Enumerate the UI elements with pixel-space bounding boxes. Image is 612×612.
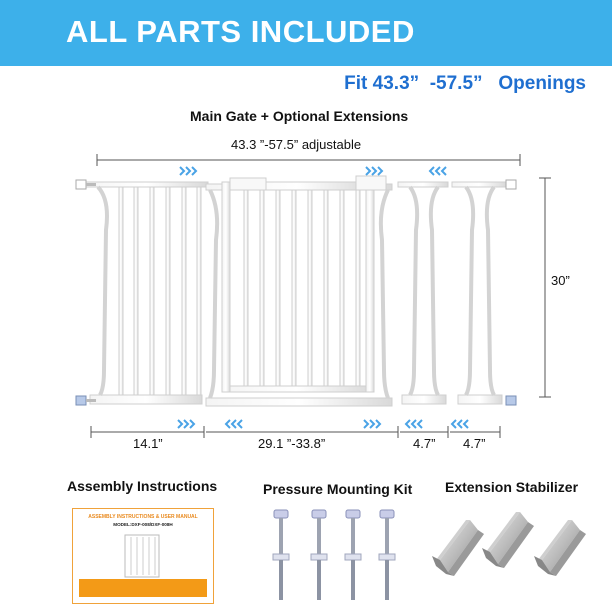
right-extension-panel-a	[397, 181, 449, 405]
pressure-kit-label: Pressure Mounting Kit	[263, 481, 413, 497]
assembly-manual: ASSEMBLY INSTRUCTIONS & USER MANUAL MODE…	[72, 508, 214, 604]
total-width-label: 43.3 ”-57.5” adjustable	[231, 137, 362, 152]
fit-openings-text: Fit 43.3” -57.5” Openings	[344, 73, 586, 95]
fit-suffix: Openings	[498, 73, 586, 94]
height-dimension-line	[539, 177, 551, 398]
banner-title: ALL PARTS INCLUDED	[66, 14, 415, 49]
stabilizer-bracket-icon	[482, 512, 534, 568]
pressure-bolt-icon	[378, 509, 396, 600]
extension-stabilizer-label: Extension Stabilizer	[445, 479, 579, 495]
assembly-instructions-label: Assembly Instructions	[67, 478, 218, 494]
main-gate-heading: Main Gate + Optional Extensions	[190, 108, 409, 124]
extension-stabilizers	[432, 512, 586, 576]
main-gate-width-label: 29.1 ”-33.8”	[258, 436, 326, 451]
manual-title: ASSEMBLY INSTRUCTIONS & USER MANUAL	[88, 514, 198, 520]
left-pressure-knobs	[75, 179, 96, 406]
extension-a-label: 4.7”	[413, 436, 436, 451]
manual-orange-bar	[79, 579, 207, 597]
manual-model: MODEL:DXF-008/DXF-008H	[113, 522, 173, 527]
total-width-dimension-line	[96, 154, 521, 166]
stabilizer-bracket-icon	[534, 520, 586, 576]
manual-gate-thumbnail	[124, 534, 160, 578]
top-arrows	[179, 166, 447, 176]
pressure-bolt-icon	[310, 509, 328, 600]
height-label: 30”	[551, 273, 570, 288]
fit-mid: -57.5”	[429, 73, 483, 94]
pressure-bolt-icon	[272, 509, 290, 600]
right-pressure-knobs	[505, 179, 517, 406]
fit-prefix: Fit 43.3”	[344, 73, 420, 94]
extension-b-label: 4.7”	[463, 436, 486, 451]
right-extension-panel-b	[451, 181, 507, 405]
left-extension-panel	[83, 181, 209, 405]
bottom-arrows	[177, 419, 469, 429]
gate-door	[221, 175, 387, 393]
pressure-bolt-icon	[344, 509, 362, 600]
header-banner: ALL PARTS INCLUDED	[0, 0, 612, 66]
stabilizer-bracket-icon	[432, 520, 484, 576]
left-extension-label: 14.1”	[133, 436, 163, 451]
main-gate-frame	[205, 183, 393, 407]
pressure-mount-bolts	[272, 509, 396, 600]
bottom-dimension-lines	[90, 426, 501, 438]
